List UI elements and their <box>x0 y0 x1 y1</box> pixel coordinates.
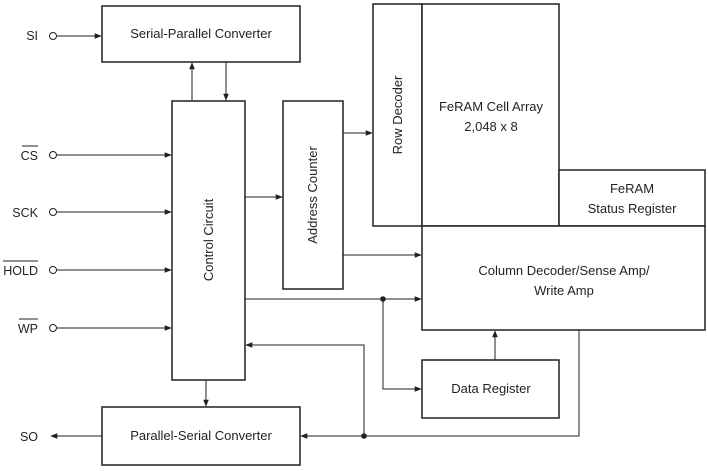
pin-si-label: SI <box>26 29 38 43</box>
pin-hold-terminal <box>49 266 57 274</box>
column-decoder-box <box>421 225 706 331</box>
feram-cell-array-box <box>421 3 560 227</box>
parallel-serial-converter-label: Parallel-Serial Converter <box>130 428 272 443</box>
data-register-box <box>421 359 560 419</box>
pin-wp-label: WP <box>18 322 38 336</box>
wire-column-decoder-to-parallel-serial <box>300 330 580 439</box>
wire-read-bus-to-control <box>245 342 365 436</box>
pin-si-terminal <box>49 32 57 40</box>
pin-wp-terminal <box>49 324 57 332</box>
pin-cs-terminal <box>49 151 57 159</box>
feram-status-register-label-1: FeRAM <box>610 181 654 196</box>
feram-cell-array-label: FeRAM Cell Array <box>439 99 544 114</box>
control-circuit-label: Control Circuit <box>201 198 216 281</box>
pin-sck-label: SCK <box>12 206 38 220</box>
feram-status-register-box <box>558 169 706 227</box>
pin-so-label: SO <box>20 430 38 444</box>
serial-parallel-converter-label: Serial-Parallel Converter <box>130 26 272 41</box>
pin-hold-label: HOLD <box>3 264 38 278</box>
serial-parallel-converter-box <box>101 5 301 63</box>
row-decoder-label: Row Decoder <box>390 75 405 154</box>
data-register-label: Data Register <box>451 381 531 396</box>
feram-cell-array-size-label: 2,048 x 8 <box>464 119 518 134</box>
column-decoder-label-2: Write Amp <box>534 283 594 298</box>
feram-status-register-label-2: Status Register <box>588 201 678 216</box>
wire-bus-to-data-register <box>382 299 422 392</box>
address-counter-box <box>282 100 344 290</box>
address-counter-label: Address Counter <box>305 146 320 244</box>
pin-cs-label: CS <box>21 149 38 163</box>
pin-sck-terminal <box>49 208 57 216</box>
control-circuit-box <box>171 100 246 381</box>
column-decoder-label-1: Column Decoder/Sense Amp/ <box>478 263 650 278</box>
